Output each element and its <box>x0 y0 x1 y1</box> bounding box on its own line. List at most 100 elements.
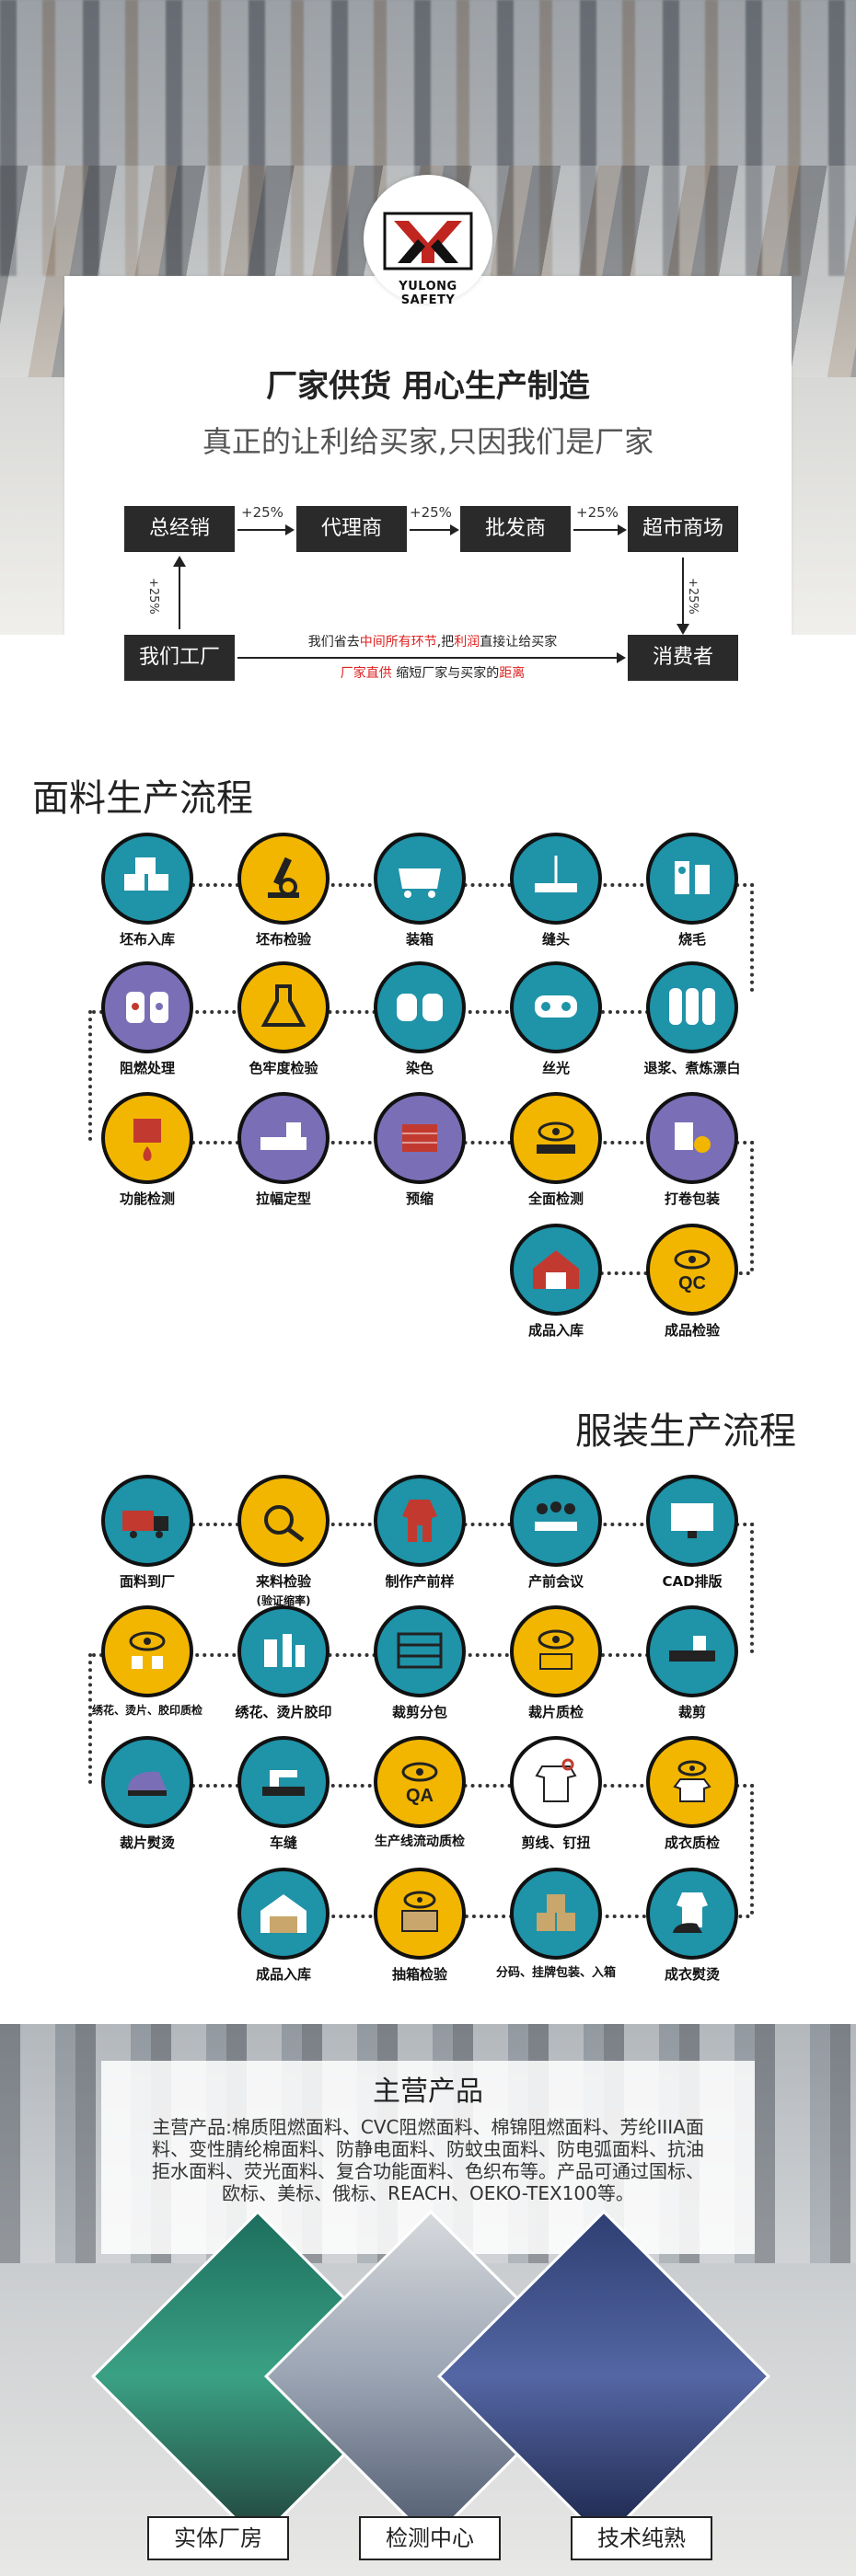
eye-inspect-icon <box>510 1092 602 1184</box>
flask-icon <box>237 961 330 1053</box>
flow-connector <box>750 1523 754 1653</box>
chain-supermarket: 超市商场 <box>628 506 738 552</box>
arrow-up-head-icon <box>173 556 186 567</box>
eye-inspect-icon <box>510 1605 602 1697</box>
boxes-icon <box>101 833 193 925</box>
flow-connector <box>750 1784 754 1915</box>
step-size-packing: 分码、挂牌包装、入箱 <box>487 1868 625 1981</box>
cutting-table-icon <box>646 1605 738 1697</box>
flow-connector <box>750 883 754 992</box>
dye-tanks-icon <box>374 961 466 1053</box>
step-flame-retardant: 阻燃处理 <box>78 961 216 1077</box>
hero-card <box>64 276 792 635</box>
step-singeing: 烧毛 <box>623 833 761 949</box>
step-boxing: 装箱 <box>351 833 489 949</box>
markup-label-vertical: +25% <box>146 578 160 615</box>
tag-physical-factory: 实体厂房 <box>147 2516 289 2560</box>
scissors-shirt-icon <box>510 1736 602 1828</box>
step-cut-piece-qc: 裁片质检 <box>487 1605 625 1721</box>
rack-icon <box>374 1605 466 1697</box>
meeting-icon <box>510 1475 602 1567</box>
cartons-icon <box>510 1868 602 1960</box>
garment-iron-icon <box>646 1868 738 1960</box>
step-carton-sampling: 抽箱检验 <box>351 1868 489 1984</box>
microscope-icon <box>237 833 330 925</box>
markup-label: +25% <box>576 504 619 521</box>
step-cutting: 裁剪 <box>623 1605 761 1721</box>
step-garment-qc: 成衣质检 <box>623 1736 761 1852</box>
step-greige-inspection: 坯布检验 <box>214 833 353 949</box>
step-fabric-arrival: 面料到厂 <box>78 1475 216 1591</box>
step-greige-storage: 坯布入库 <box>78 833 216 949</box>
arrow-right <box>410 524 459 535</box>
step-rolling-packing: 打卷包装 <box>623 1092 761 1208</box>
monitor-icon <box>646 1475 738 1567</box>
step-tentering: 拉幅定型 <box>214 1092 353 1208</box>
arrow-down-head-icon <box>677 624 689 635</box>
step-pre-production-meeting: 产前会议 <box>487 1475 625 1591</box>
packing-machine-icon <box>646 1092 738 1184</box>
chain-agent: 代理商 <box>296 506 407 552</box>
step-embroidery: 绣花、烫片胶印 <box>214 1605 353 1721</box>
step-pre-production-sample: 制作产前样 <box>351 1475 489 1591</box>
step-mercerizing: 丝光 <box>487 961 625 1077</box>
step-cad-layout: CAD排版 <box>623 1475 761 1591</box>
direct-sale-note: 我们省去中间所有环节,把利润直接让给买家 厂家直供 缩短厂家与买家的距离 <box>307 635 558 681</box>
hero-banner <box>0 0 856 635</box>
aql-icon <box>374 1868 466 1960</box>
markup-label: +25% <box>241 504 283 521</box>
chain-wholesaler: 批发商 <box>460 506 571 552</box>
stenter-icon <box>237 1092 330 1184</box>
slogan-primary: 厂家供货 用心生产制造 <box>266 368 590 405</box>
truck-icon <box>101 1475 193 1567</box>
step-sewing: 车缝 <box>214 1736 353 1852</box>
cart-icon <box>374 833 466 925</box>
flow-connector <box>750 1141 754 1271</box>
step-finished-storage: 成品入库 <box>487 1224 625 1340</box>
step-function-test: 功能检测 <box>78 1092 216 1208</box>
qa-icon: QA <box>374 1736 466 1828</box>
markup-label: +25% <box>410 504 452 521</box>
step-finished-inspection: QC 成品检验 <box>623 1224 761 1340</box>
step-embroidery-qc: 绣花、烫片、胶印质检 <box>78 1605 216 1718</box>
arrow-direct <box>237 652 626 663</box>
arrow-down <box>682 558 684 626</box>
chain-consumer: 消费者 <box>628 635 738 681</box>
fabric-process-title: 面料生产流程 <box>32 777 253 820</box>
flow-connector <box>88 1653 92 1784</box>
products-title: 主营产品 <box>373 2076 483 2108</box>
iron-icon <box>101 1736 193 1828</box>
step-preshrink: 预缩 <box>351 1092 489 1208</box>
slogan-secondary: 真正的让利给买家,只因我们是厂家 <box>202 424 654 459</box>
yulong-logo-icon <box>383 212 473 270</box>
measure-icon <box>237 1475 330 1567</box>
coverall-icon <box>374 1475 466 1567</box>
qc-icon: QC <box>646 1224 738 1316</box>
stack-icon <box>374 1092 466 1184</box>
step-trimming: 剪线、钉扭 <box>487 1736 625 1852</box>
svg-text:QC: QC <box>678 1273 706 1294</box>
products-description: 主营产品:棉质阻燃面料、CVC阻燃面料、棉锦阻燃面料、芳纶IIIA面料、变性腈纶… <box>152 2116 704 2204</box>
step-dyeing: 染色 <box>351 961 489 1077</box>
fire-test-icon <box>101 1092 193 1184</box>
warehouse-icon <box>237 1868 330 1960</box>
step-cut-piece-ironing: 裁片熨烫 <box>78 1736 216 1852</box>
chain-distributor: 总经销 <box>124 506 235 552</box>
step-incoming-inspection: 来料检验(验证缩率) <box>214 1475 353 1610</box>
step-seaming: 缝头 <box>487 833 625 949</box>
step-color-fastness: 色牢度检验 <box>214 961 353 1077</box>
flow-connector <box>88 1010 92 1141</box>
warehouse-icon <box>510 1224 602 1316</box>
step-garment-ironing: 成衣熨烫 <box>623 1868 761 1984</box>
needle-icon <box>510 833 602 925</box>
chain-factory: 我们工厂 <box>124 635 235 681</box>
sewing-machine-icon <box>237 1736 330 1828</box>
logo-text: YULONG SAFETY <box>399 280 457 307</box>
tag-testing-center: 检测中心 <box>359 2516 501 2560</box>
columns-icon <box>646 961 738 1053</box>
arrow-right <box>573 524 627 535</box>
eye-inspect-icon <box>101 1605 193 1697</box>
roller-icon <box>510 961 602 1053</box>
machine-icon <box>646 833 738 925</box>
step-desizing: 退浆、煮炼漂白 <box>623 961 761 1077</box>
